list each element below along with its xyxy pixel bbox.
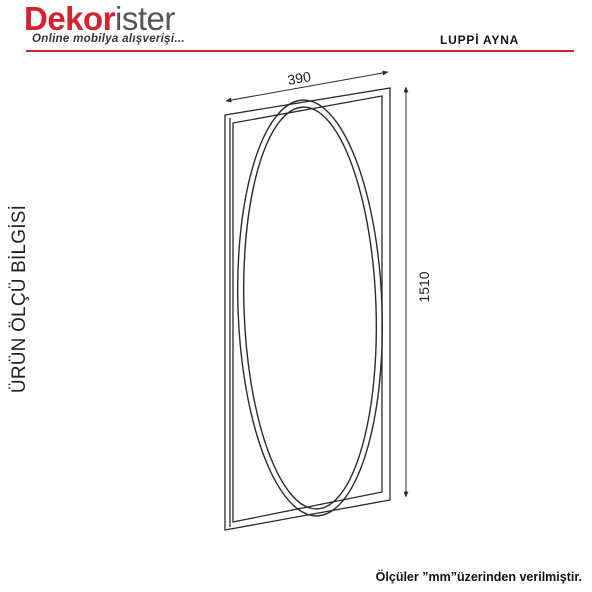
- oval-outer: [236, 99, 384, 517]
- footer-note: Ölçüler ”mm”üzerinden verilmiştir.: [375, 570, 582, 584]
- oval-mirror: [236, 99, 384, 517]
- height-dimension-label: 1510: [416, 271, 432, 302]
- header-divider: [26, 50, 574, 52]
- frame-inner-front: [232, 95, 383, 523]
- frame-outer-front: [224, 87, 391, 531]
- brand-tagline: Online mobilya alışverişi...: [32, 33, 185, 45]
- height-dimension: 1510: [403, 86, 432, 498]
- brand-logo-part1: Dekor: [24, 0, 116, 37]
- product-title: LUPPİ AYNA: [440, 33, 520, 47]
- oval-inner: [242, 106, 378, 510]
- width-dimension: 390: [225, 68, 389, 103]
- brand-logo[interactable]: Dekorister: [24, 2, 175, 36]
- mirror-frame: [224, 87, 391, 531]
- width-dimension-label: 390: [286, 68, 312, 88]
- brand-logo-part2: ister: [115, 0, 175, 37]
